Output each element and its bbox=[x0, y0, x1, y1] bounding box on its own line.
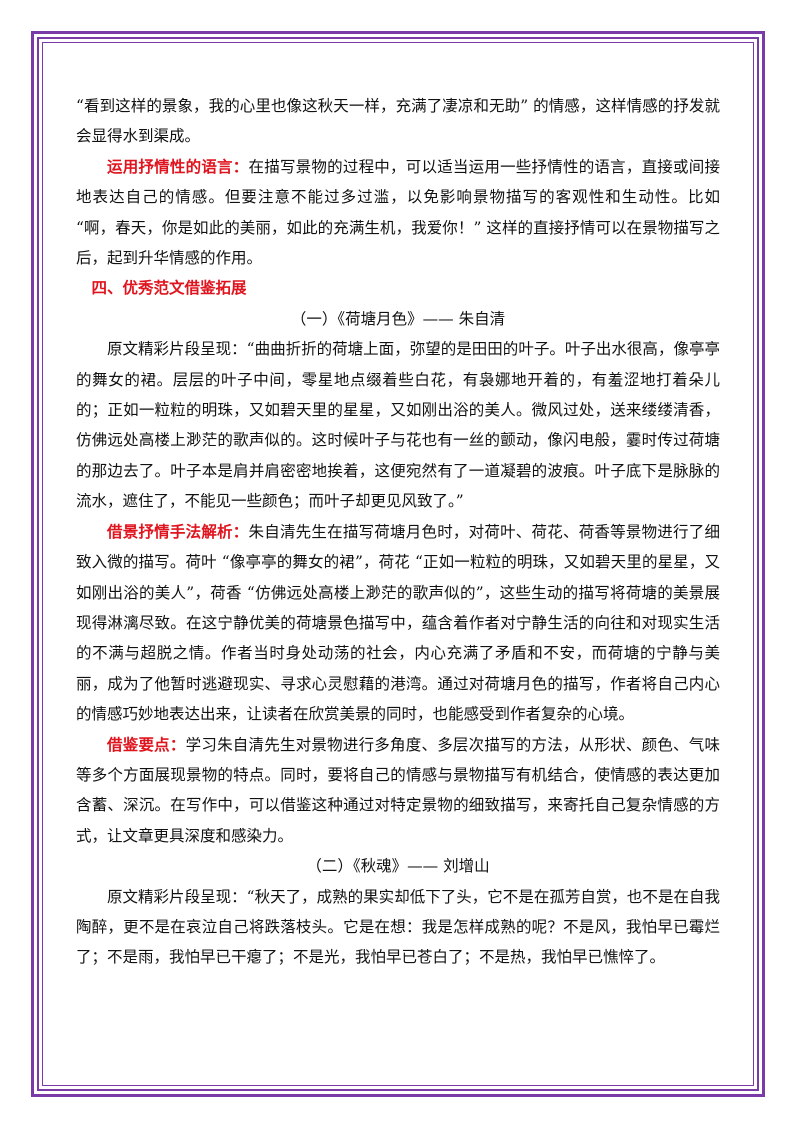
page-border-outer bbox=[31, 31, 765, 1097]
paragraph-continued: “看到这样的景象，我的心里也像这秋天一样，充满了凄凉和无助” 的情感，这样情感的… bbox=[76, 97, 720, 146]
label-lyrical-language: 运用抒情性的语言： bbox=[107, 157, 249, 176]
paragraph-key-points: 借鉴要点：学习朱自清先生对景物进行多角度、多层次描写的方法，从形状、颜色、气味等… bbox=[76, 730, 720, 852]
label-key-points: 借鉴要点： bbox=[107, 735, 186, 754]
paragraph-excerpt-hetang: 原文精彩片段呈现：“曲曲折折的荷塘上面，弥望的是田田的叶子。叶子出水很高，像亭亭… bbox=[76, 340, 720, 511]
text-key-points: 学习朱自清先生对景物进行多角度、多层次描写的方法，从形状、颜色、气味等多个方面展… bbox=[76, 735, 720, 845]
document-body: “看到这样的景象，我的心里也像这秋天一样，充满了凄凉和无助” 的情感，这样情感的… bbox=[76, 91, 720, 973]
paragraph-lyrical-language: 运用抒情性的语言：在描写景物的过程中，可以适当运用一些抒情性的语言，直接或间接地… bbox=[76, 152, 720, 274]
paragraph-analysis-hetang: 借景抒情手法解析：朱自清先生在描写荷塘月色时，对荷叶、荷花、荷香等景物进行了细致… bbox=[76, 517, 720, 730]
subtitle-hetang-yuese: （一）《荷塘月色》—— 朱自清 bbox=[290, 309, 506, 328]
label-analysis: 借景抒情手法解析： bbox=[107, 522, 249, 541]
page-border-inner bbox=[42, 42, 754, 1086]
section-heading-4: 四、优秀范文借鉴拓展 bbox=[91, 279, 247, 298]
paragraph-excerpt-qiuhun: 原文精彩片段呈现：“秋天了，成熟的果实却低下了头，它不是在孤芳自赏，也不是在自我… bbox=[76, 887, 720, 967]
subtitle-qiuhun: （二）《秋魂》—— 刘增山 bbox=[306, 857, 490, 876]
text-lyrical-language: 在描写景物的过程中，可以适当运用一些抒情性的语言，直接或间接地表达自己的情感。但… bbox=[76, 157, 720, 268]
page-border-middle bbox=[37, 37, 759, 1091]
text-analysis: 朱自清先生在描写荷塘月色时，对荷叶、荷花、荷香等景物进行了细致入微的描写。荷叶 … bbox=[76, 522, 720, 724]
